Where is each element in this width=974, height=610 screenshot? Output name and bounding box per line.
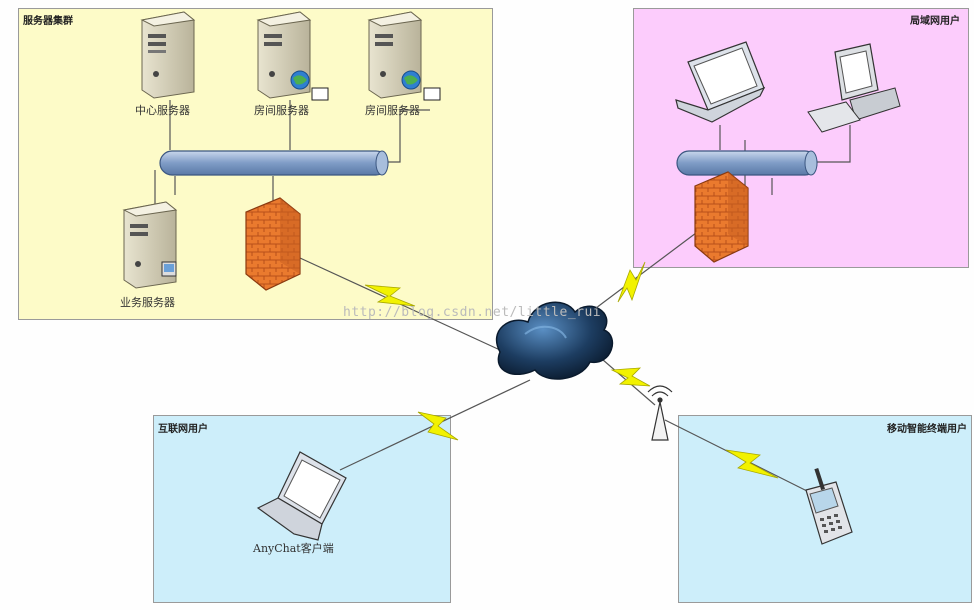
cloud-icon: [495, 301, 614, 380]
lan-user-title: 局域网用户: [910, 16, 960, 27]
lan-network-bus: [676, 150, 818, 176]
firewall-icon: [694, 171, 749, 263]
firewall-icon: [245, 197, 301, 291]
server-icon: [140, 11, 196, 99]
business-server-label: 业务服务器: [120, 296, 175, 309]
lightning-icon: [610, 367, 651, 387]
mobile-user-title: 移动智能终端用户: [887, 424, 967, 435]
laptop-icon: [675, 41, 766, 123]
mobile-phone-icon: [805, 467, 853, 545]
internet-user-title: 互联网用户: [158, 424, 208, 435]
anychat-client-label: AnyChat客户端: [253, 542, 334, 555]
lan-user-zone: 局域网用户: [633, 8, 969, 268]
lightning-icon: [417, 411, 459, 441]
watermark-text: http://blog.csdn.net/little_rui: [343, 305, 602, 320]
globe-icon: [401, 70, 441, 101]
lightning-links: [364, 261, 779, 479]
server-icon: [122, 201, 178, 289]
lightning-icon: [364, 284, 416, 307]
room-server-1-label: 房间服务器: [254, 104, 309, 117]
server-cluster-title: 服务器集群: [23, 16, 73, 27]
antenna-icon: [647, 385, 673, 441]
laptop-icon: [256, 451, 347, 541]
lightning-icon: [617, 261, 646, 303]
lightning-icon: [725, 449, 779, 479]
globe-icon: [290, 70, 329, 101]
desktop-icon: [807, 43, 901, 133]
server-network-bus: [159, 150, 389, 176]
room-server-2-label: 房间服务器: [365, 104, 420, 117]
central-server-label: 中心服务器: [135, 104, 190, 117]
